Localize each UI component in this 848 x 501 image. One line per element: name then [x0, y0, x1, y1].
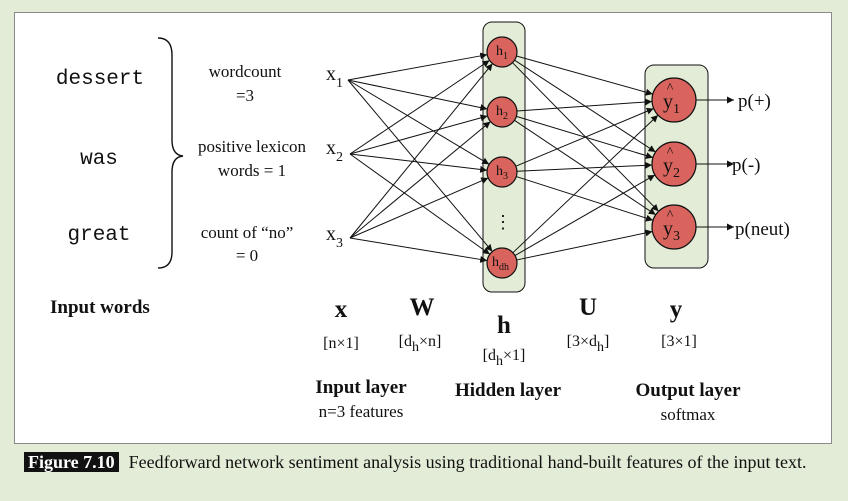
- output-label-positive: p(+): [738, 91, 771, 112]
- word-was: was: [80, 148, 118, 171]
- x-dimension: [n×1]: [323, 335, 359, 352]
- hidden-node-h1: h1: [486, 36, 518, 68]
- U-dimension: [3×dh]: [567, 333, 610, 355]
- input-words-label: Input words: [50, 297, 150, 318]
- input-node-x2: x2: [326, 137, 343, 165]
- svg-text:h3: h3: [496, 164, 508, 182]
- svg-text:h2: h2: [496, 104, 508, 122]
- svg-text:^: ^: [667, 208, 674, 223]
- figure-caption: Figure 7.10 Feedforward network sentiment…: [24, 450, 824, 475]
- hidden-node-h2: h2: [486, 96, 518, 128]
- edge-x1-h2: [347, 79, 488, 111]
- hidden-node-h3: h3: [486, 156, 518, 188]
- edge-h4-y3: [516, 229, 653, 261]
- feature-2-line2: words = 1: [218, 161, 286, 180]
- y-dimension: [3×1]: [661, 333, 697, 350]
- hidden-node-hdh: hdh: [486, 247, 518, 279]
- hidden-layer-label: Hidden layer: [455, 380, 562, 401]
- output-label-neutral: p(neut): [735, 219, 790, 240]
- feature-1-line2: =3: [236, 86, 254, 105]
- W-dimension: [dh×n]: [399, 333, 442, 355]
- hidden-ellipsis: ⋮: [494, 212, 512, 232]
- x-symbol: x: [335, 296, 348, 323]
- edge-x1-h4: [347, 79, 493, 252]
- edge-x2-h1: [349, 59, 490, 155]
- output-layer-label: Output layer: [635, 380, 741, 401]
- edge-x2-h2: [349, 114, 488, 155]
- edge-h1-y1: [516, 55, 653, 96]
- figure-label: Figure 7.10: [24, 452, 119, 472]
- edge-x1-h3: [347, 79, 490, 165]
- edge-x2-h4: [349, 153, 491, 255]
- edge-x3-h3: [349, 177, 489, 239]
- feature-3-line1: count of “no”: [201, 223, 294, 242]
- output-node-y1: ^ y1: [651, 77, 697, 123]
- y-symbol: y: [670, 296, 683, 323]
- word-great: great: [67, 224, 130, 247]
- input-layer-sublabel: n=3 features: [319, 402, 404, 421]
- input-layer-label: Input layer: [315, 377, 407, 398]
- h-dimension: [dh×1]: [483, 347, 526, 369]
- output-node-y3: ^ y3: [651, 204, 697, 250]
- feature-3-line2: = 0: [236, 246, 258, 265]
- U-symbol: U: [579, 294, 597, 321]
- W-symbol: W: [410, 294, 435, 321]
- feature-2-line1: positive lexicon: [198, 137, 307, 156]
- edge-h4-y1: [512, 114, 659, 254]
- caption-text: Feedforward network sentiment analysis u…: [128, 452, 807, 472]
- svg-text:h1: h1: [496, 44, 508, 62]
- edge-h4-y2: [514, 174, 656, 256]
- word-dessert: dessert: [56, 68, 144, 91]
- edge-x1-h1: [347, 52, 488, 81]
- h-symbol: h: [497, 312, 511, 339]
- svg-text:^: ^: [667, 145, 674, 160]
- input-node-x3: x3: [326, 223, 343, 251]
- svg-text:y3: y3: [663, 218, 680, 244]
- svg-text:y1: y1: [663, 91, 680, 117]
- feature-1-line1: wordcount: [209, 62, 282, 81]
- connection-edges: [347, 52, 734, 263]
- svg-text:^: ^: [667, 81, 674, 96]
- edge-h2-y3: [514, 119, 656, 216]
- edge-x3-h4: [349, 237, 488, 263]
- edge-x3-h2: [349, 121, 491, 239]
- edge-x2-h3: [349, 153, 488, 173]
- edge-h2-y1: [516, 98, 653, 112]
- output-label-negative: p(-): [732, 155, 760, 176]
- edge-h3-y2: [516, 161, 653, 172]
- svg-text:y2: y2: [663, 155, 680, 181]
- output-layer-sublabel: softmax: [661, 405, 716, 424]
- svg-text:hdh: hdh: [492, 255, 509, 273]
- output-node-y2: ^ y2: [651, 141, 697, 187]
- words-brace: [157, 37, 184, 269]
- edge-h3-y1: [515, 107, 654, 167]
- input-node-x1: x1: [326, 63, 343, 91]
- edge-h3-y3: [516, 176, 654, 222]
- network-diagram: dessert was great wordcount =3 positive …: [50, 21, 790, 424]
- edge-x3-h1: [349, 63, 493, 239]
